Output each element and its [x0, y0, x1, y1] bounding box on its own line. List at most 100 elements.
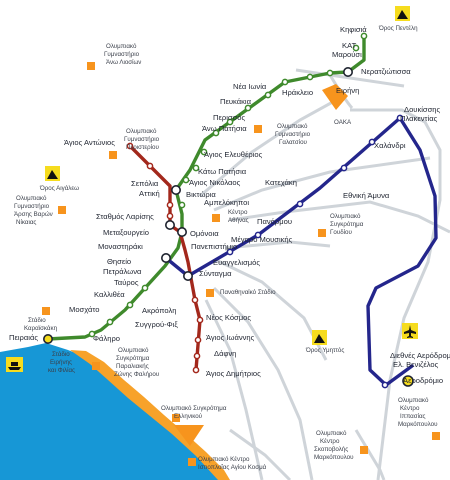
station-label-neos-kosmos: Νέος Κόσμος: [206, 313, 251, 322]
penteli-mountain-icon: [395, 6, 410, 21]
oaka-venue-icon: [322, 84, 348, 110]
venue-label-ano-liosia-2: Γυμναστήριο: [104, 51, 140, 58]
station-label-agios-eleftherios: Άγιος Ελευθέριος: [204, 150, 263, 159]
venue-label-faliro-complex-1: Ολυμπιακό: [118, 347, 149, 354]
station-label-monastiraki: Μοναστηράκι: [98, 242, 143, 251]
venue-label-karaiskaki-2: Καραϊσκάκη: [24, 325, 58, 332]
interchange-station: [171, 185, 182, 196]
venue-label-markopoulo-eq-4: Μαρκόπουλου: [398, 421, 438, 428]
venue-label-oaka: ΟΑΚΑ: [334, 119, 352, 126]
venue-label-markopoulo-shoot-4: Μαρκόπουλου: [314, 454, 354, 461]
venue-label-faliro-complex-2: Συγκρότημα: [116, 355, 150, 362]
sea: [0, 343, 226, 480]
venue-label-ano-liosia-1: Ολυμπιακό: [106, 43, 137, 50]
station-dot: [193, 352, 201, 360]
venue-label-agios-kosmas-1: Ολυμπιακό Κέντρο: [198, 456, 250, 463]
station-label-pefkakia: Πευκάκια: [220, 97, 252, 106]
station-label-ampelokipoi: Αμπελόκηποι: [204, 198, 249, 207]
station-dot: [141, 284, 149, 292]
venue-markers: [42, 62, 440, 466]
station-label-panormou: Πανόρμου: [257, 217, 292, 226]
venue-label-nikaia-3: Άρσης Βαρών: [14, 211, 53, 218]
station-dot: [192, 366, 200, 374]
station-label-kat: ΚΑΤ: [342, 41, 357, 50]
venue-label-peristeri-3: Περιστερίου: [126, 144, 159, 151]
station-label-doukissis-1: Δουκίσσης: [404, 105, 441, 114]
venue-label-nikaia-2: Γυμναστήριο: [14, 203, 50, 210]
station-dot: [244, 104, 252, 112]
station-label-syngrou-fix: Συγγρού-Φιξ: [135, 320, 178, 329]
station-label-katechaki: Κατεχάκη: [265, 178, 297, 187]
venue-label-agios-kosmas-2: Ιστιοπλοΐας Αγίου Κοσμά: [198, 464, 267, 471]
station-dot: [264, 91, 272, 99]
station-dot: [126, 142, 134, 150]
road-network: [199, 68, 450, 480]
metro-line-3: [164, 116, 438, 387]
station-dot: [326, 69, 334, 77]
metro-line-2: [128, 144, 202, 372]
station-label-airport-big-2: Ελ. Βενιζέλος: [393, 360, 439, 369]
venue-icon: [318, 229, 326, 237]
station-dot: [360, 32, 368, 40]
venue-icon: [432, 432, 440, 440]
venue-label-nikaia-4: Νίκαιας: [16, 219, 36, 226]
station-label-perissos: Περισσός: [213, 113, 245, 122]
station-label-omonoia: Ομόνοια: [190, 229, 219, 238]
station-dot: [126, 301, 134, 309]
station-label-irakleio: Ηράκλειο: [282, 88, 313, 97]
venue-label-panathinaiko: Παναθηναϊκό Στάδιο: [220, 289, 276, 296]
station-dot: [88, 330, 96, 338]
venue-label-faliro-complex-3: Παραλιακής: [116, 363, 149, 370]
station-label-kifisia: Κηφισιά: [340, 25, 367, 34]
venue-label-markopoulo-eq-1: Ολυμπιακό: [398, 397, 429, 404]
venue-label-markopoulo-eq-2: Κέντρο: [400, 405, 420, 412]
venue-label-athens-center-1: Κέντρο: [228, 209, 248, 216]
station-dot: [194, 336, 202, 344]
mountain-label-ymittos: Όρος Υμηττός: [305, 347, 344, 354]
interchange-station: [342, 67, 353, 78]
venue-label-eirinis-filias-3: και Φιλίας: [48, 367, 75, 374]
venue-icon: [172, 414, 180, 422]
interchange-station: [402, 375, 414, 387]
venue-label-peristeri-2: Γυμναστήριο: [124, 136, 160, 143]
station-dot: [396, 114, 404, 122]
station-label-agios-nikolaos: Άγιος Νικόλαος: [189, 178, 241, 187]
venue-icon: [87, 62, 95, 70]
station-dot: [306, 73, 314, 81]
station-dot: [166, 212, 174, 220]
station-label-agios-ioannis: Άγιος Ιωάννης: [206, 333, 255, 342]
station-label-eirini: Ειρήνη: [336, 86, 359, 95]
venue-label-markopoulo-eq-3: Ιππασίας: [400, 413, 426, 420]
station-label-chalandri: Χαλάνδρι: [374, 141, 406, 150]
elliniko-venue-icon: [174, 425, 204, 446]
station-label-attiki: Αττική: [139, 189, 160, 198]
station-dot: [106, 318, 114, 326]
station-dot: [254, 231, 262, 239]
venue-label-galatsi-2: Γυμναστήριο: [275, 131, 311, 138]
venue-icon: [206, 289, 214, 297]
station-dot: [196, 316, 204, 324]
venue-label-karaiskaki-1: Στάδιο: [28, 317, 46, 324]
venue-label-elliniko-2: Ελληνικού: [174, 413, 203, 420]
interchange-station: [42, 333, 53, 344]
station-label-airport-big-1: Διεθνές Αερόδρομιο: [390, 351, 450, 360]
station-label-marousi: Μαρούσι: [332, 50, 362, 59]
venue-label-elliniko-1: Ολυμπιακό Συγκρότημα: [161, 405, 227, 412]
station-label-petralona: Πετράλωνα: [103, 267, 142, 276]
station-dot: [226, 248, 234, 256]
station-label-faliro: Φάληρο: [93, 334, 120, 343]
station-label-sepolia: Σεπόλια: [131, 179, 159, 188]
station-label-tavros: Ταύρος: [114, 278, 139, 287]
venue-label-goudi-2: Συγκρότημα: [330, 221, 364, 228]
station-dot: [281, 78, 289, 86]
ship-icon: [6, 357, 23, 372]
airplane-icon: [402, 323, 418, 339]
station-label-neratziotissa: Νερατζιώτισσα: [361, 67, 411, 76]
coastline: [70, 350, 230, 480]
station-label-megaro-mousikis: Μέγαρο Μουσικής: [231, 235, 293, 244]
station-dot: [212, 129, 220, 137]
venue-label-galatsi-3: Γαλατσίου: [279, 139, 308, 146]
venue-label-markopoulo-shoot-3: Σκοποβολής: [314, 446, 348, 453]
